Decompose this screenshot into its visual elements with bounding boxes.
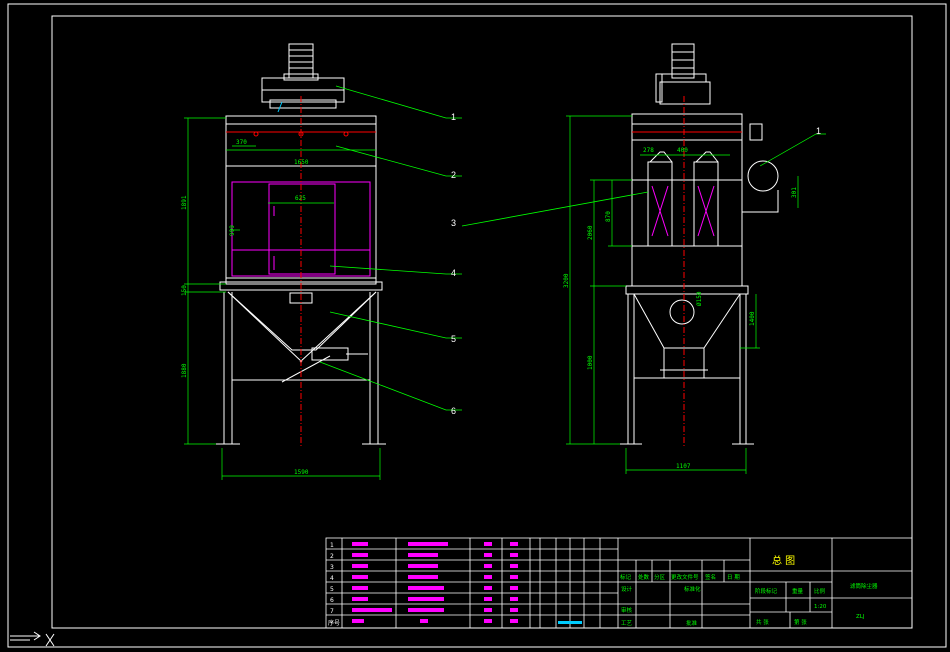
dim-side-left-offset: 278 xyxy=(643,147,654,154)
motor-body xyxy=(288,43,314,79)
sign-label: 日 期 xyxy=(727,574,740,581)
bom-row-label: 6 xyxy=(330,597,334,604)
ucs-icon xyxy=(10,631,55,647)
side-hopper xyxy=(633,293,741,349)
filter-cartridge-left xyxy=(647,161,673,247)
front-view xyxy=(216,43,386,446)
weight-label: 重量 xyxy=(792,587,804,595)
front-dimensions xyxy=(184,117,381,480)
outer-border xyxy=(7,3,947,648)
dim-side-total-height: 3200 xyxy=(563,273,570,288)
dim-side-inlet-height: 301 xyxy=(791,187,798,198)
title-block xyxy=(325,537,913,629)
part-label-3: 3 xyxy=(451,218,456,228)
dim-side-outlet: Ø150 xyxy=(696,291,703,306)
part-label-6: 6 xyxy=(451,406,456,416)
inlet-duct xyxy=(747,160,779,192)
dim-front-flange: 150 xyxy=(181,285,188,296)
dim-side-base-width: 1107 xyxy=(676,463,691,470)
side-dimensions xyxy=(566,115,826,474)
sheet-number: 第 张 xyxy=(794,618,807,626)
sheet-total: 共 张 xyxy=(756,618,769,626)
bom-row-label: 序号 xyxy=(328,619,340,627)
role-process: 工艺 xyxy=(621,620,633,627)
sign-label: 签名 xyxy=(705,573,716,581)
side-inspection-port xyxy=(669,299,695,325)
sign-label: 分区 xyxy=(654,573,666,581)
sign-label: 处数 xyxy=(638,573,650,581)
bom-row-label: 7 xyxy=(330,608,334,615)
role-design: 设计 xyxy=(621,585,633,593)
bom-cells xyxy=(352,542,582,624)
dim-front-panel-width: 625 xyxy=(295,195,306,202)
bom-row-label: 3 xyxy=(330,564,334,571)
dim-front-top-width: 1650 xyxy=(294,159,309,166)
drawing-number: ZLJ xyxy=(856,614,865,620)
part-label-5: 5 xyxy=(451,334,456,344)
stage-label: 阶段标记 xyxy=(755,587,778,595)
side-motor xyxy=(671,43,695,79)
drawing-title: 总 图 xyxy=(772,554,795,567)
part-label-2: 2 xyxy=(451,170,456,180)
sign-label: 标记 xyxy=(620,573,632,581)
dim-side-center-gap: 400 xyxy=(677,147,688,154)
dim-side-hopper-height: 1400 xyxy=(749,311,756,326)
scale-label: 比例 xyxy=(814,587,826,595)
scale-value: 1:20 xyxy=(814,604,827,610)
bom-row-label: 5 xyxy=(330,586,334,593)
dim-side-bag-height: 870 xyxy=(605,211,612,222)
dim-front-pitch: 370 xyxy=(236,139,247,146)
bom-rows: 1 2 3 4 5 6 7 序号 xyxy=(328,542,340,627)
dim-front-panel-height: 999 xyxy=(229,225,236,236)
front-hopper xyxy=(227,291,377,351)
part-label-1: 1 xyxy=(451,112,456,122)
dim-side-leg-height: 1000 xyxy=(587,355,594,370)
leader-part-3 xyxy=(461,191,649,227)
dim-front-base-width: 1590 xyxy=(294,469,309,476)
bom-row-label: 1 xyxy=(330,542,334,549)
sign-label: 更改文件号 xyxy=(671,573,699,581)
inner-border xyxy=(51,15,913,629)
role-review: 审核 xyxy=(621,606,633,614)
part-label-4: 4 xyxy=(451,268,456,278)
product-name: 滤筒除尘器 xyxy=(850,582,878,590)
side-part-label-1: 1 xyxy=(816,126,821,136)
bom-row-label: 4 xyxy=(330,575,334,582)
role-standard: 标准化 xyxy=(684,585,701,593)
role-approve: 批准 xyxy=(686,619,698,627)
dim-front-upper-height: 1891 xyxy=(181,195,188,210)
front-leaders xyxy=(319,85,462,411)
bom-row-label: 2 xyxy=(330,553,334,560)
dim-side-box-height: 2060 xyxy=(587,225,594,240)
side-view xyxy=(620,43,779,446)
filter-cartridge-right xyxy=(693,161,719,247)
rotary-valve xyxy=(311,347,349,361)
dim-front-leg-height: 1880 xyxy=(181,363,188,378)
